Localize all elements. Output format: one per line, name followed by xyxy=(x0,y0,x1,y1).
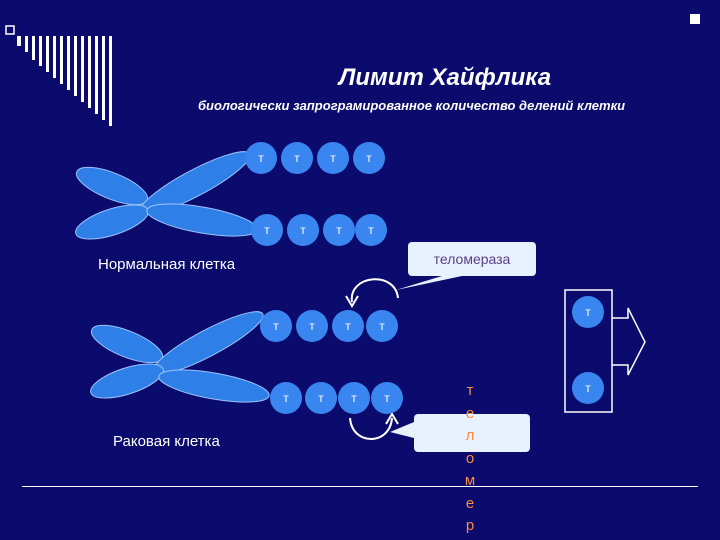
telomere: т xyxy=(338,382,370,414)
page-title: Лимит Хайфлика xyxy=(338,64,552,91)
telomere: т xyxy=(323,214,355,246)
telomere: т xyxy=(270,382,302,414)
cancer-cell-label: Раковая клетка xyxy=(113,433,220,450)
telomere: т xyxy=(371,382,403,414)
curved-arrow-icon xyxy=(350,278,399,303)
vertical-letter: р xyxy=(465,517,475,534)
vertical-letter: л xyxy=(465,427,475,444)
telomerase-callout-blank xyxy=(414,414,530,452)
telomere: т xyxy=(355,214,387,246)
telomere: т xyxy=(572,296,604,328)
telomere: т xyxy=(353,142,385,174)
vertical-letter: е xyxy=(465,404,475,422)
telomere: т xyxy=(572,372,604,404)
telomere: т xyxy=(245,142,277,174)
page-subtitle: биологически запрограмированное количест… xyxy=(198,98,626,113)
divider-line xyxy=(22,486,698,487)
cancer-chromosome xyxy=(90,311,270,403)
right-arrow-icon xyxy=(612,307,646,376)
telomerase-callout: теломераза xyxy=(408,242,536,276)
telomere: т xyxy=(305,382,337,414)
curved-arrow-icon xyxy=(349,417,393,440)
telomere: т xyxy=(296,310,328,342)
telomere: т xyxy=(332,310,364,342)
vertical-letter: е xyxy=(465,494,475,512)
telomere: т xyxy=(251,214,283,246)
normal-cell-label: Нормальная клетка xyxy=(98,256,236,273)
telomere: т xyxy=(260,310,292,342)
vertical-letter: о xyxy=(465,449,475,467)
telomere: т xyxy=(287,214,319,246)
vertical-letter: т xyxy=(466,382,474,399)
vertical-letter: м xyxy=(464,472,476,489)
telomere: т xyxy=(281,142,313,174)
vertical-word: т е л о м е р xyxy=(460,380,480,538)
telomere: т xyxy=(317,142,349,174)
normal-chromosome xyxy=(75,151,258,240)
telomere-box xyxy=(564,289,613,413)
telomere: т xyxy=(366,310,398,342)
